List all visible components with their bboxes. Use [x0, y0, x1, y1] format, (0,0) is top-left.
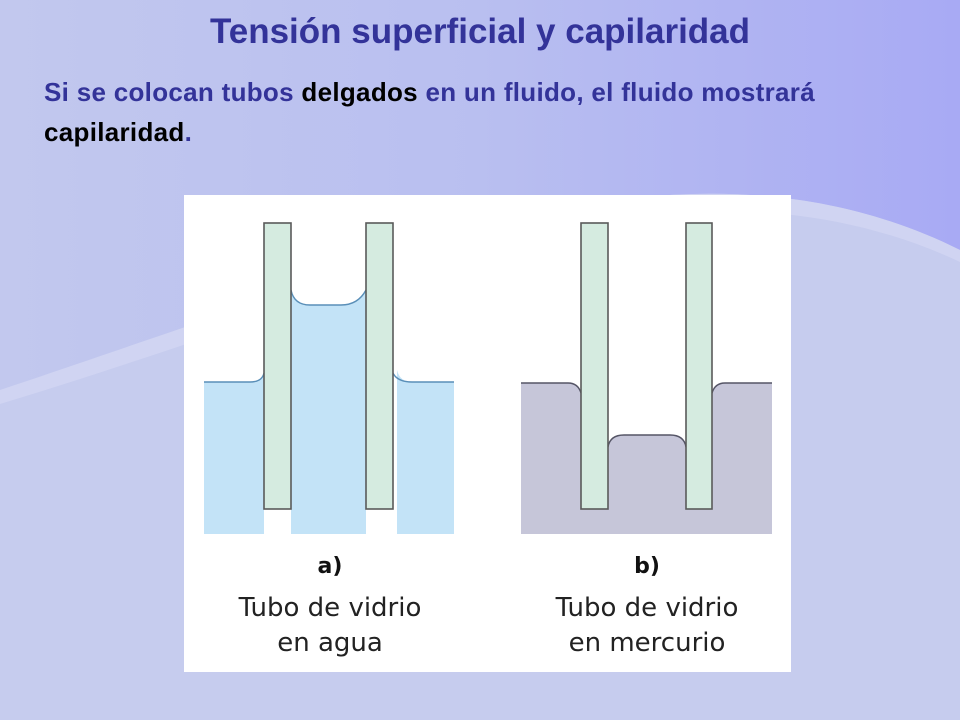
panel-b-caption-line1: Tubo de vidrio — [555, 593, 739, 623]
slide-subtitle: Si se colocan tubos delgados en un fluid… — [44, 72, 904, 152]
mercury-column-surface — [607, 434, 687, 448]
panel-b-mercury — [521, 222, 772, 534]
slide-title: Tensión superficial y capilaridad — [209, 12, 751, 51]
water-bath-right-meniscus — [397, 370, 412, 382]
panel-b-letter: b) — [634, 554, 660, 579]
water-outer-fluid — [204, 373, 264, 534]
capillarity-figure: a) Tubo de vidrio en agua b) Tubo de vid… — [184, 195, 791, 672]
water-bath-right — [397, 382, 454, 534]
glass-tube-wall-right — [365, 222, 394, 510]
subtitle-text-2: en un fluido, el fluido mostrará — [417, 77, 815, 107]
panel-a-caption-line1: Tubo de vidrio — [238, 593, 422, 623]
glass-tube-wall-left — [263, 222, 292, 510]
water-outer-fluid-right — [454, 373, 468, 382]
subtitle-text-1: Si se colocan tubos — [44, 77, 302, 107]
water-bath-surface-left — [204, 372, 265, 383]
mercury-bath-right — [712, 383, 772, 534]
water-bath-surface-right — [391, 370, 454, 383]
glass-tube-wall-right — [685, 222, 713, 510]
panel-a-water — [204, 222, 468, 534]
mercury-bath — [521, 383, 581, 534]
glass-tube-wall-left — [580, 222, 609, 510]
panel-a-caption-line2: en agua — [277, 628, 383, 658]
capillarity-diagram: a) Tubo de vidrio en agua b) Tubo de vid… — [204, 222, 772, 658]
panel-b-caption-line2: en mercurio — [569, 628, 726, 658]
subtitle-text-3: . — [184, 117, 193, 147]
subtitle-emphasis-delgados: delgados — [301, 77, 418, 107]
water-column-surface — [290, 289, 367, 306]
water-column-in-tube — [291, 290, 366, 534]
subtitle-emphasis-capilaridad: capilaridad — [44, 117, 185, 147]
panel-a-letter: a) — [318, 554, 343, 579]
mercury-fluid-bottom — [521, 509, 772, 534]
